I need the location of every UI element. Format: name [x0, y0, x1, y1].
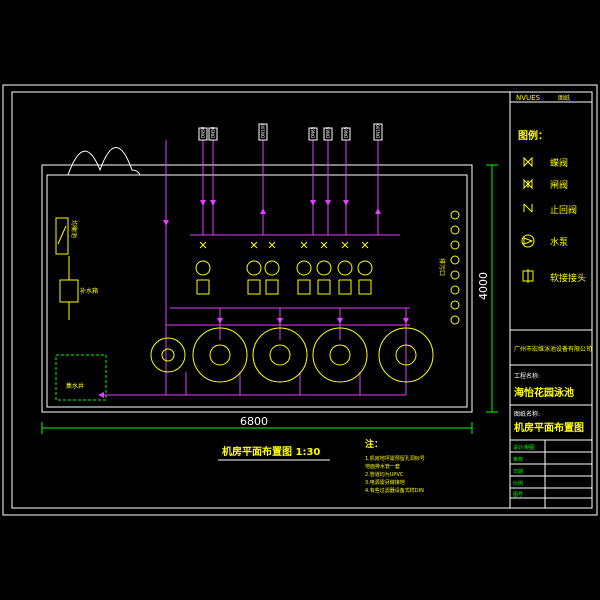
note-line-5: 4.有些过滤器设备式样DIN — [365, 487, 424, 494]
dimension-width: 6800 — [240, 415, 268, 428]
outlets-label: 排污口 — [438, 258, 446, 276]
project-name: 海怡花园泳池 — [514, 386, 574, 399]
pipe-tag-label: DN65 — [326, 126, 331, 138]
company-name: 广州市宏维泳池设备有限公司 — [514, 345, 592, 353]
dimension-height: 4000 — [477, 272, 490, 300]
note-line-1: 1.机房地坪需预留孔洞标号 — [365, 455, 425, 462]
note-line-3: 2.管道均为UPVC — [365, 471, 404, 478]
note-line-2: 地面排水管一套 — [365, 463, 400, 470]
notes-title: 注： — [365, 438, 383, 450]
drain-pit — [55, 354, 107, 401]
flexible-joint-icon — [522, 269, 534, 283]
pipe-tag-label: DN50 — [201, 126, 206, 138]
row-label-designer: 设计/制图 — [513, 444, 535, 451]
legend-label-gate: 闸阀 — [550, 180, 568, 191]
legend-label-butterfly: 蝶阀 — [550, 157, 568, 169]
room-outline — [41, 147, 473, 413]
legend-label-check: 止回阀 — [550, 204, 577, 216]
filters — [150, 327, 434, 383]
pipe-tag-label: DN50 — [211, 126, 216, 138]
drawing-name: 机房平面布置图 — [514, 421, 584, 434]
check-valve-icon — [523, 203, 533, 213]
title-block-header-right: 图纸 — [558, 94, 570, 102]
row-label-review: 审核 — [513, 456, 523, 463]
pipe-tag-label: DN100 — [376, 124, 381, 138]
row-label-scale: 比例 — [513, 480, 523, 487]
outer-frame — [2, 84, 598, 516]
legend-label-pump: 水泵 — [550, 236, 568, 248]
flow-arrows — [98, 200, 409, 398]
project-label: 工程名称: — [514, 372, 540, 380]
gate-valve-icon — [523, 178, 533, 190]
outlet-circles — [450, 210, 460, 325]
row-label-date: 日期 — [513, 469, 523, 475]
small-pumps — [195, 260, 373, 295]
drain-pit-label: 集水井 — [66, 382, 84, 390]
makeup-tank-label: 补水箱 — [80, 287, 98, 295]
row-label-number: 图号 — [513, 492, 523, 498]
balance-tank-label: 均衡池 — [70, 220, 78, 238]
piping — [100, 140, 410, 396]
pump-icon — [521, 234, 535, 248]
pipe-tags — [198, 123, 383, 141]
legend-label-joint: 软接接头 — [550, 272, 586, 284]
inner-frame — [11, 91, 593, 509]
note-line-4: 3.电源需另做接地 — [365, 479, 405, 486]
legend-title: 图例： — [518, 129, 548, 142]
pipe-tag-label: DN65 — [344, 126, 349, 138]
makeup-tank — [59, 256, 79, 320]
pipe-tag-label: DN100 — [261, 124, 266, 138]
valve-marks — [199, 241, 369, 249]
balance-tank — [55, 217, 69, 255]
butterfly-valve-icon — [523, 156, 533, 168]
title-block — [509, 92, 592, 508]
drawing-label: 图纸名称: — [514, 410, 540, 418]
drawing-caption: 机房平面布置图 1:30 — [222, 445, 320, 458]
dimension-lines — [41, 164, 498, 434]
pipe-tag-label: DN65 — [311, 126, 316, 138]
title-block-header-left: NVUES — [516, 94, 541, 102]
